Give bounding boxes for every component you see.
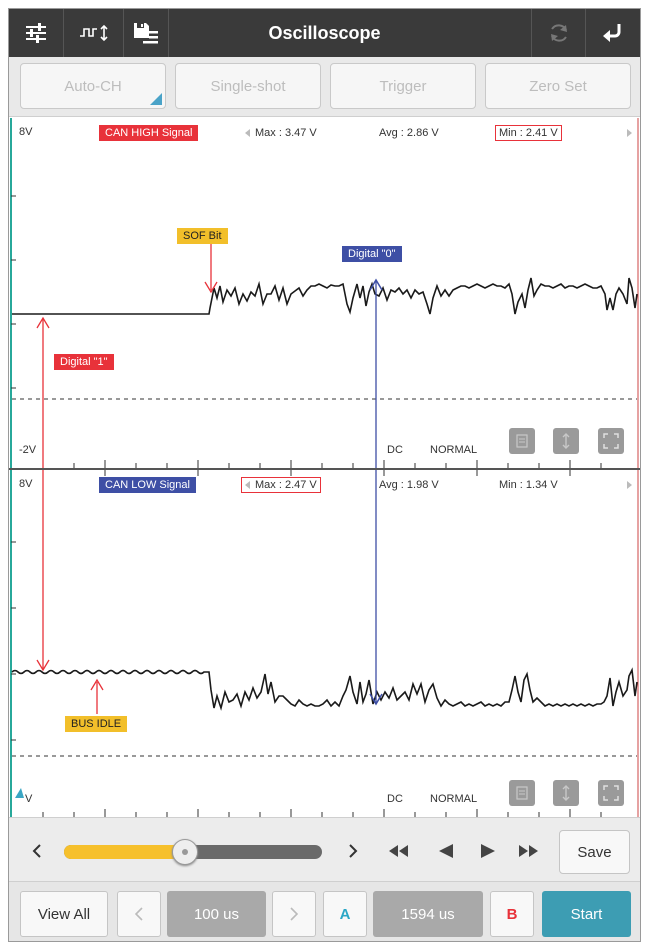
prev-arrow-icon[interactable] [245, 129, 250, 138]
high-bottom-scale: -2V [19, 444, 37, 456]
low-trigger-mode: NORMAL [430, 793, 478, 805]
high-list-button[interactable] [509, 428, 535, 454]
scroll-right-button[interactable] [339, 838, 367, 864]
cursor-delta-value: 1594 us [373, 891, 483, 937]
function-toolbar: Auto-CH Single-shot Trigger Zero Set [9, 57, 640, 117]
auto-ch-button[interactable]: Auto-CH [20, 63, 166, 109]
fast-forward-button[interactable] [515, 838, 543, 864]
settings-sliders-button[interactable] [9, 9, 64, 57]
floppy-list-icon [134, 23, 158, 44]
timebase-increase-button[interactable] [272, 891, 316, 937]
view-all-button[interactable]: View All [20, 891, 108, 937]
bus-idle-annotation: BUS IDLE [65, 716, 128, 732]
chevron-right-icon [349, 844, 358, 858]
start-button[interactable]: Start [542, 891, 631, 937]
scroll-left-button[interactable] [23, 838, 51, 864]
sof-bit-annotation: SOF Bit [177, 228, 228, 244]
zero-set-label: Zero Set [529, 77, 587, 95]
cursor-b-button[interactable]: B [490, 891, 534, 937]
timebase-value: 100 us [167, 891, 266, 937]
step-back-button[interactable] [432, 838, 460, 864]
save-button[interactable]: Save [559, 830, 630, 874]
refresh-icon [550, 24, 567, 42]
panel-divider [9, 468, 640, 470]
timeline-slider-fill [64, 845, 186, 859]
back-button[interactable] [586, 9, 640, 57]
digital-0-annotation: Digital "0" [342, 246, 402, 262]
low-top-scale: 8V [19, 478, 33, 490]
low-list-button[interactable] [509, 780, 535, 806]
fast-rewind-button[interactable] [385, 838, 413, 864]
expand-icon [603, 433, 619, 449]
chevron-left-icon [134, 907, 143, 921]
high-fullscreen-button[interactable] [598, 428, 624, 454]
prev-arrow-icon[interactable] [245, 481, 250, 490]
vertical-arrows-icon [562, 433, 570, 449]
high-max-readout: Max : 3.47 V [245, 127, 317, 139]
channel-low-panel[interactable]: 8V CAN LOW Signal Max : 2.47 V Avg : 1.9… [9, 470, 640, 817]
dropdown-corner-icon [150, 93, 162, 105]
low-bottom-scale: V [25, 793, 33, 805]
chevron-left-icon [32, 844, 41, 858]
auto-ch-label: Auto-CH [64, 77, 122, 95]
playback-bar: Save [9, 817, 640, 882]
fast-forward-icon [519, 845, 538, 857]
low-min-readout: Min : 1.34 V [499, 479, 558, 491]
trigger-label: Trigger [379, 77, 427, 95]
channel-low-plot[interactable] [9, 470, 640, 817]
channel-low-name-tag: CAN LOW Signal [99, 477, 196, 493]
vertical-arrows-icon [562, 785, 570, 801]
single-shot-label: Single-shot [210, 77, 286, 95]
single-shot-button[interactable]: Single-shot [175, 63, 321, 109]
zero-set-button[interactable]: Zero Set [485, 63, 631, 109]
low-max-readout: Max : 2.47 V [241, 477, 321, 493]
expand-icon [603, 785, 619, 801]
low-coupling: DC [387, 793, 403, 805]
high-vertical-move-button[interactable] [553, 428, 579, 454]
sliders-icon [26, 23, 46, 43]
channel-high-panel[interactable]: 8V CAN HIGH Signal Max : 3.47 V Avg : 2.… [9, 118, 640, 468]
high-trigger-mode: NORMAL [430, 444, 478, 456]
bottom-controls: View All 100 us A 1594 us B Start [9, 882, 640, 941]
document-icon [516, 786, 528, 800]
step-forward-button[interactable] [474, 838, 502, 864]
title-bar: Oscilloscope [9, 9, 640, 57]
high-top-scale: 8V [19, 126, 33, 138]
timeline-slider-thumb[interactable] [172, 839, 199, 865]
channel-high-plot[interactable] [9, 118, 640, 468]
high-min-readout: Min : 2.41 V [495, 125, 562, 141]
refresh-button[interactable] [531, 9, 586, 57]
waveform-scale-button[interactable] [64, 9, 124, 57]
pulse-arrows-icon [79, 24, 108, 42]
channel-high-name-tag: CAN HIGH Signal [99, 125, 199, 141]
next-arrow-icon[interactable] [627, 481, 632, 489]
save-list-button[interactable] [124, 9, 169, 57]
return-arrow-icon [603, 24, 621, 42]
fast-rewind-icon [389, 845, 408, 857]
oscilloscope-window: Oscilloscope Auto-CH Single-shot Trigg [8, 8, 641, 942]
digital-1-annotation: Digital "1" [54, 354, 114, 370]
high-avg-readout: Avg : 2.86 V [379, 127, 439, 139]
high-max-value: Max : 3.47 V [255, 127, 317, 139]
play-reverse-icon [439, 844, 453, 858]
low-fullscreen-button[interactable] [598, 780, 624, 806]
low-max-value: Max : 2.47 V [255, 479, 317, 491]
document-icon [516, 434, 528, 448]
trigger-button[interactable]: Trigger [330, 63, 476, 109]
low-avg-readout: Avg : 1.98 V [379, 479, 439, 491]
chevron-right-icon [290, 907, 299, 921]
page-title: Oscilloscope [268, 23, 381, 43]
next-arrow-icon[interactable] [627, 129, 632, 137]
low-vertical-move-button[interactable] [553, 780, 579, 806]
high-coupling: DC [387, 444, 403, 456]
cursor-a-button[interactable]: A [323, 891, 367, 937]
timebase-decrease-button[interactable] [117, 891, 161, 937]
play-icon [481, 844, 495, 858]
